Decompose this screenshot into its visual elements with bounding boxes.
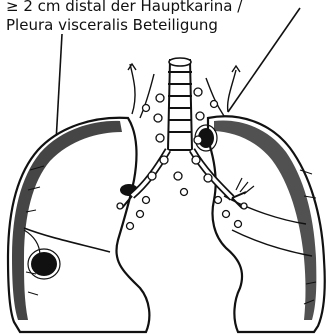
figure-caption: ≥ 2 cm distal der Hauptkarina / Pleura v… (6, 0, 326, 35)
caption-line-2: Pleura visceralis Beteiligung (6, 16, 326, 35)
tumor-marker-icon (28, 249, 60, 279)
right-lung (195, 116, 325, 332)
caption-line-1: ≥ 2 cm distal der Hauptkarina / (6, 0, 326, 16)
